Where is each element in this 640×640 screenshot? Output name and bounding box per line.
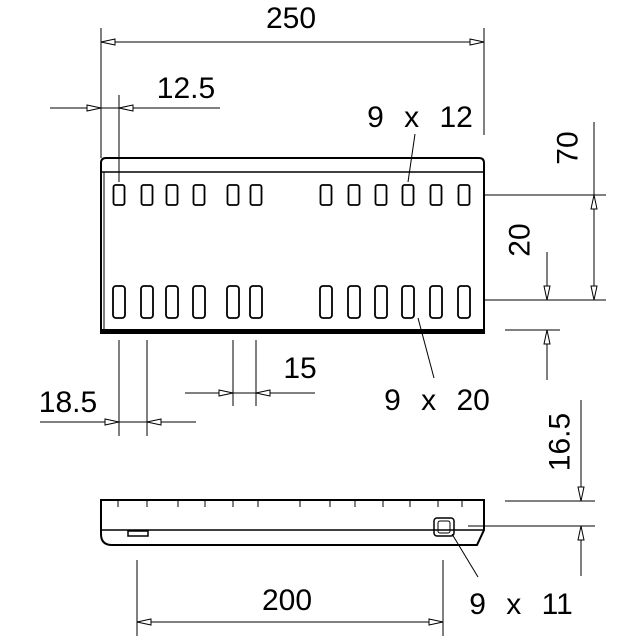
slot-upper-row	[457, 184, 471, 206]
slot-upper-row	[112, 184, 126, 206]
arrowhead	[146, 418, 162, 426]
arrowhead	[590, 285, 598, 301]
slot-upper-row	[249, 184, 263, 206]
slot-lower-row	[457, 285, 471, 319]
label-9x20: 9 x 20	[384, 384, 490, 417]
arrowhead	[104, 418, 120, 426]
arrowhead	[118, 104, 134, 112]
arrowhead	[590, 194, 598, 210]
dimension-lines	[40, 28, 606, 636]
slot-upper-row	[165, 184, 179, 206]
arrowhead	[86, 104, 102, 112]
slot-lower-row	[347, 285, 361, 319]
slot-lower-row	[401, 285, 415, 319]
label-12-5: 12.5	[157, 72, 215, 105]
label-15: 15	[283, 352, 316, 385]
slot-upper-row	[374, 184, 388, 206]
slot-upper-row	[347, 184, 361, 206]
label-70: 70	[552, 131, 585, 164]
label-9x12: 9 x 12	[367, 101, 473, 134]
side-view-right-slot	[433, 517, 455, 537]
arrowhead	[543, 329, 551, 345]
slot-lower-row	[429, 285, 443, 319]
leader-line-9x11	[451, 533, 479, 578]
slot-upper-row	[140, 184, 154, 206]
arrowhead	[543, 285, 551, 301]
label-250: 250	[266, 2, 316, 35]
arrowhead	[255, 389, 271, 397]
slot-lower-row	[112, 285, 126, 319]
label-9x11: 9 x 11	[469, 588, 573, 621]
slot-lower-row	[226, 285, 240, 319]
slot-lower-row	[192, 285, 206, 319]
slot-upper-row	[226, 184, 240, 206]
top-view-slots	[112, 184, 471, 319]
label-20: 20	[504, 223, 537, 256]
side-view-tick-marks	[117, 500, 463, 507]
label-16-5: 16.5	[544, 413, 577, 471]
arrowhead	[428, 618, 444, 626]
side-view-left-slot	[127, 530, 149, 537]
side-view	[100, 499, 485, 546]
slot-lower-row	[374, 285, 388, 319]
slot-upper-row	[401, 184, 415, 206]
arrowhead	[577, 486, 585, 502]
slot-lower-row	[140, 285, 154, 319]
label-200: 200	[262, 584, 312, 617]
leader-line-9x20	[417, 317, 435, 379]
slot-upper-row	[192, 184, 206, 206]
arrowhead	[469, 38, 485, 46]
slot-lower-row	[319, 285, 333, 319]
arrowhead	[577, 525, 585, 541]
slot-lower-row	[249, 285, 263, 319]
slot-upper-row	[319, 184, 333, 206]
leader-line-9x12	[407, 133, 416, 183]
top-view	[100, 157, 485, 334]
side-view-right-slot-inner	[437, 520, 451, 534]
label-18-5: 18.5	[39, 386, 97, 419]
arrowheads	[86, 38, 598, 626]
dimension-labels: 250 12.5 9 x 12 70 20 18.5 15 9 x 20 16.…	[39, 2, 585, 621]
slot-upper-row	[429, 184, 443, 206]
arrowhead	[100, 38, 116, 46]
slot-lower-row	[165, 285, 179, 319]
side-view-outline	[100, 499, 485, 546]
arrowhead	[218, 389, 234, 397]
top-view-outline	[100, 157, 485, 334]
arrowhead	[136, 618, 152, 626]
